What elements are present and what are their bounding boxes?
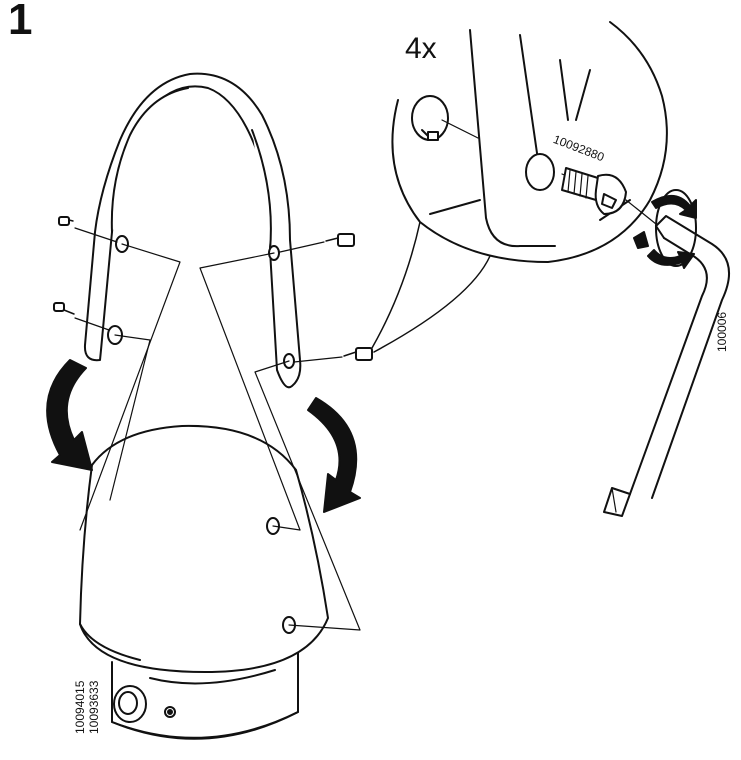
detail-callout [372,22,667,352]
lamp-part-number-2: 10093633 [87,680,101,734]
lamp-part-number-1: 10094015 [73,680,87,734]
strap-holes [108,236,294,368]
lamp-shade [80,426,328,672]
rotate-arrow-left-icon [47,360,92,470]
allen-key [604,190,729,516]
rotate-arrow-right-icon [308,398,360,512]
screw-top-left [59,217,117,242]
rotate-clockwise-icon [634,196,696,268]
screw-bottom-right [294,348,372,362]
screw-bottom-left [54,303,109,330]
quantity-label: 4x [405,32,437,65]
handle-strap [85,74,300,388]
lamp-base [112,652,298,739]
screw-top-right [280,234,354,252]
allen-key-part-number: 100006 [715,311,729,352]
step-number: 1 [8,0,33,44]
alignment-guides [80,244,360,630]
